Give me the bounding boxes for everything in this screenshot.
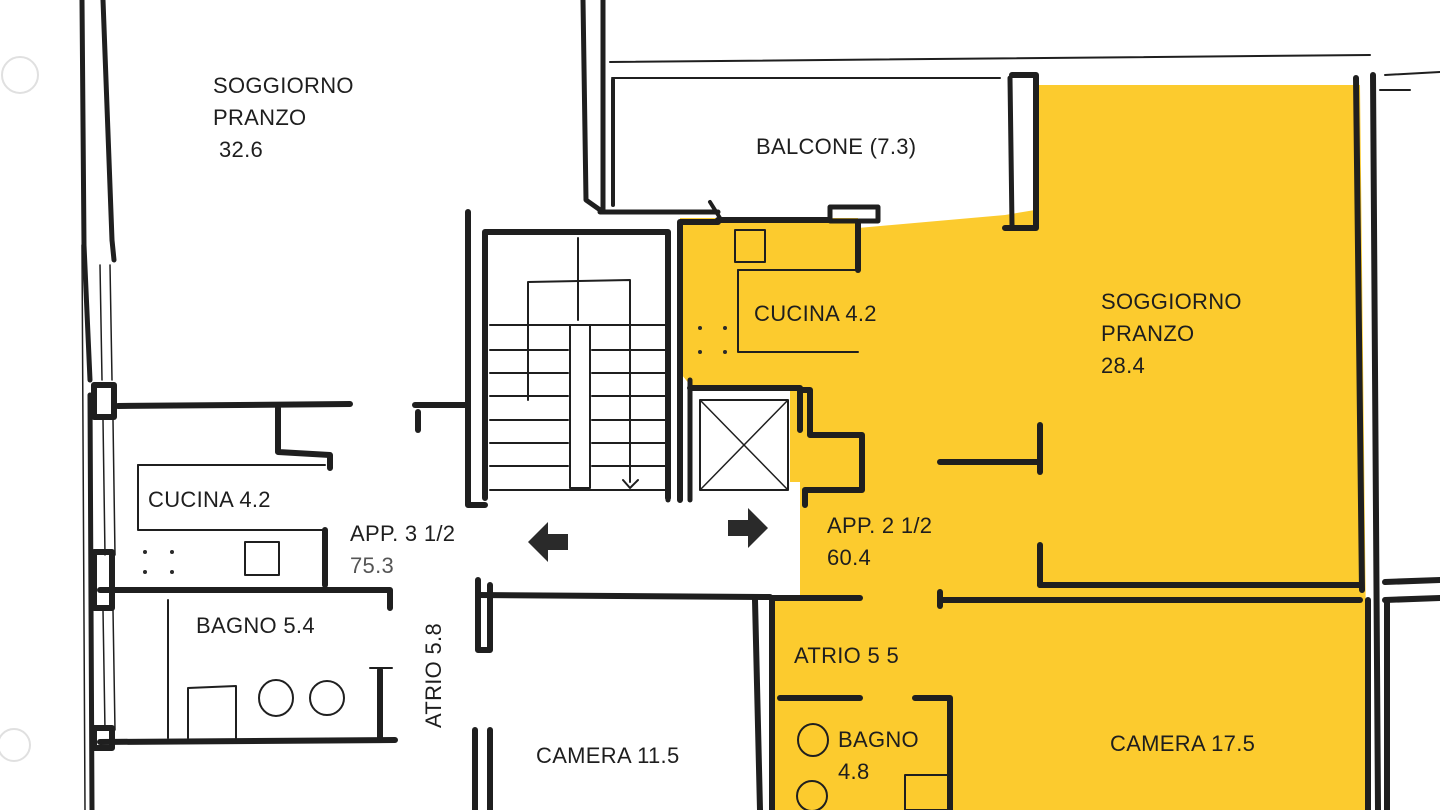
- room-label-right-bagno: BAGNO 4.8: [838, 724, 919, 788]
- apartment-name: APP. 2 1/2: [827, 513, 933, 538]
- room-area: 4.8: [838, 759, 870, 784]
- room-label-left-soggiorno: SOGGIORNO PRANZO 32.6: [213, 70, 354, 166]
- room-label-left-cucina: CUCINA 4.2: [148, 487, 271, 512]
- room-name-line1: SOGGIORNO: [1101, 289, 1242, 314]
- room-label-balcone: BALCONE (7.3): [756, 134, 917, 159]
- left-exterior-wall: [79, 0, 117, 810]
- right-apartment-walls: [677, 72, 1440, 810]
- apartment-name: APP. 3 1/2: [350, 521, 456, 546]
- room-label-right-atrio: ATRIO 5 5: [794, 643, 899, 668]
- apartment-area: 60.4: [827, 545, 872, 570]
- left-apartment-walls: [97, 401, 468, 745]
- room-label-left-atrio: ATRIO 5.8: [421, 623, 446, 728]
- corridor-walls: [415, 409, 773, 810]
- direction-left-arrow: [528, 522, 568, 562]
- balcony-walls: [580, 0, 1371, 231]
- room-label-right-camera: CAMERA 17.5: [1110, 731, 1256, 756]
- apartment-label-right: APP. 2 1/2 60.4: [827, 510, 932, 574]
- room-area: 32.6: [219, 137, 264, 162]
- apartment-label-left: APP. 3 1/2 75.3: [350, 518, 455, 582]
- staircase: [465, 209, 671, 508]
- room-name-line1: SOGGIORNO: [213, 73, 354, 98]
- room-label-right-soggiorno: SOGGIORNO PRANZO 28.4: [1101, 286, 1242, 382]
- apartment-area: 75.3: [350, 553, 395, 578]
- room-area: 28.4: [1101, 353, 1146, 378]
- highlighted-apartment-area: [680, 85, 1368, 810]
- room-name-line2: PRANZO: [213, 105, 307, 130]
- direction-right-arrow: [728, 508, 768, 548]
- room-label-left-bagno: BAGNO 5.4: [196, 613, 315, 638]
- room-label-right-cucina: CUCINA 4.2: [754, 301, 877, 326]
- room-name: BAGNO: [838, 727, 919, 752]
- room-name-line2: PRANZO: [1101, 321, 1195, 346]
- elevator-shaft: [687, 377, 803, 503]
- room-label-left-camera: CAMERA 11.5: [536, 743, 680, 768]
